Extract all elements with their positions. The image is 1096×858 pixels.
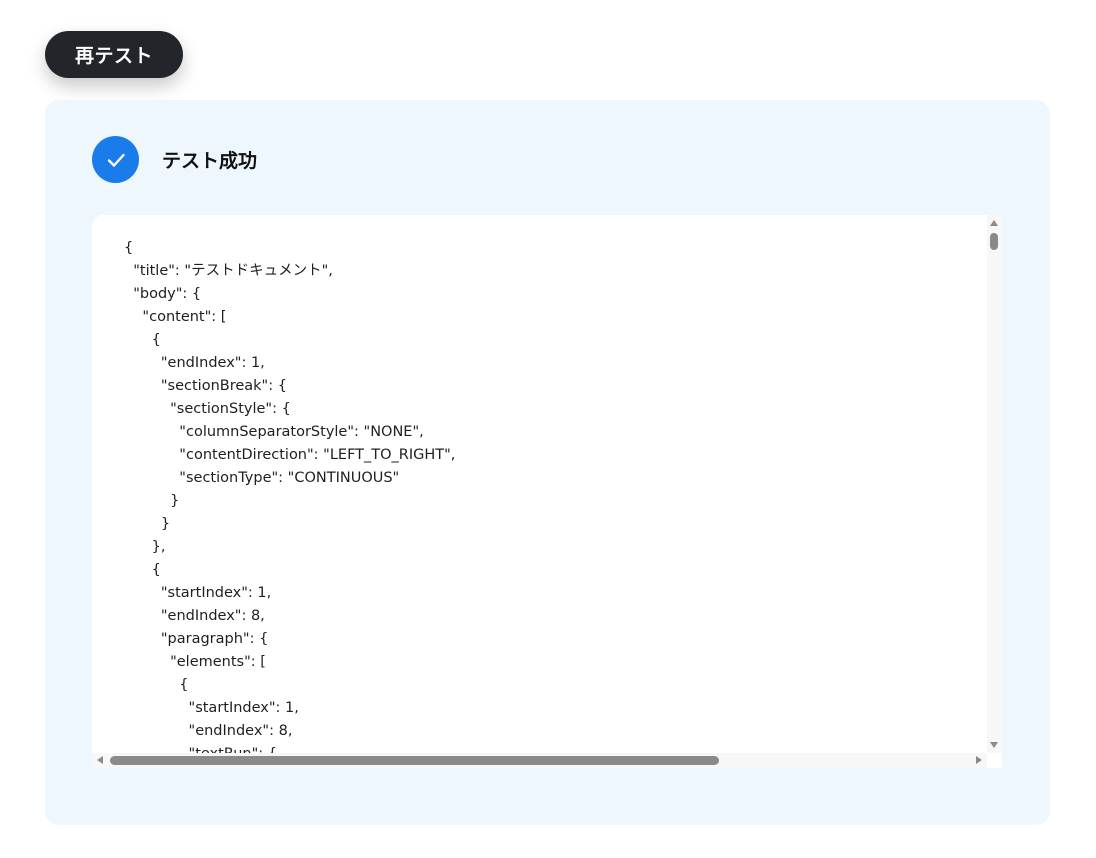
- json-output-box[interactable]: { "title": "テストドキュメント", "body": { "conte…: [92, 215, 1002, 768]
- checkmark-icon: [92, 136, 139, 183]
- json-line: "contentDirection": "LEFT_TO_RIGHT",: [124, 447, 456, 463]
- json-output-content: { "title": "テストドキュメント", "body": { "conte…: [92, 215, 987, 753]
- json-line: {: [124, 677, 189, 693]
- scroll-up-arrow-icon[interactable]: [990, 220, 998, 226]
- retest-button[interactable]: 再テスト: [45, 31, 183, 78]
- json-line: "paragraph": {: [124, 631, 269, 647]
- json-line: "elements": [: [124, 654, 266, 670]
- vertical-scroll-thumb[interactable]: [990, 233, 998, 250]
- json-line: "sectionType": "CONTINUOUS": [124, 470, 400, 486]
- vertical-scrollbar[interactable]: [987, 215, 1002, 753]
- json-line: "endIndex": 8,: [124, 723, 293, 739]
- horizontal-scrollbar[interactable]: [92, 753, 987, 768]
- json-line: {: [124, 240, 134, 256]
- status-label: テスト成功: [162, 150, 258, 172]
- json-line: },: [124, 539, 166, 555]
- status-row: テスト成功: [92, 136, 257, 183]
- json-line: "endIndex": 1,: [124, 355, 265, 371]
- scroll-right-arrow-icon[interactable]: [976, 756, 982, 764]
- json-line: "body": {: [124, 286, 202, 302]
- json-line: "title": "テストドキュメント",: [124, 263, 333, 279]
- scrollbar-corner: [987, 753, 1002, 768]
- json-line: }: [124, 493, 180, 509]
- json-line: {: [124, 332, 161, 348]
- json-line: "startIndex": 1,: [124, 585, 272, 601]
- scroll-down-arrow-icon[interactable]: [990, 742, 998, 748]
- json-line: "startIndex": 1,: [124, 700, 299, 716]
- json-line: }: [124, 516, 171, 532]
- json-line: "columnSeparatorStyle": "NONE",: [124, 424, 424, 440]
- json-line: "sectionStyle": {: [124, 401, 291, 417]
- json-line: "content": [: [124, 309, 227, 325]
- scroll-left-arrow-icon[interactable]: [97, 756, 103, 764]
- json-line: "endIndex": 8,: [124, 608, 265, 624]
- json-output-text: { "title": "テストドキュメント", "body": { "conte…: [92, 215, 987, 753]
- test-result-panel: テスト成功 { "title": "テストドキュメント", "body": { …: [45, 100, 1050, 825]
- json-line: {: [124, 562, 161, 578]
- horizontal-scroll-thumb[interactable]: [110, 756, 719, 765]
- json-line: "sectionBreak": {: [124, 378, 287, 394]
- json-line: "textRun": {: [124, 746, 278, 753]
